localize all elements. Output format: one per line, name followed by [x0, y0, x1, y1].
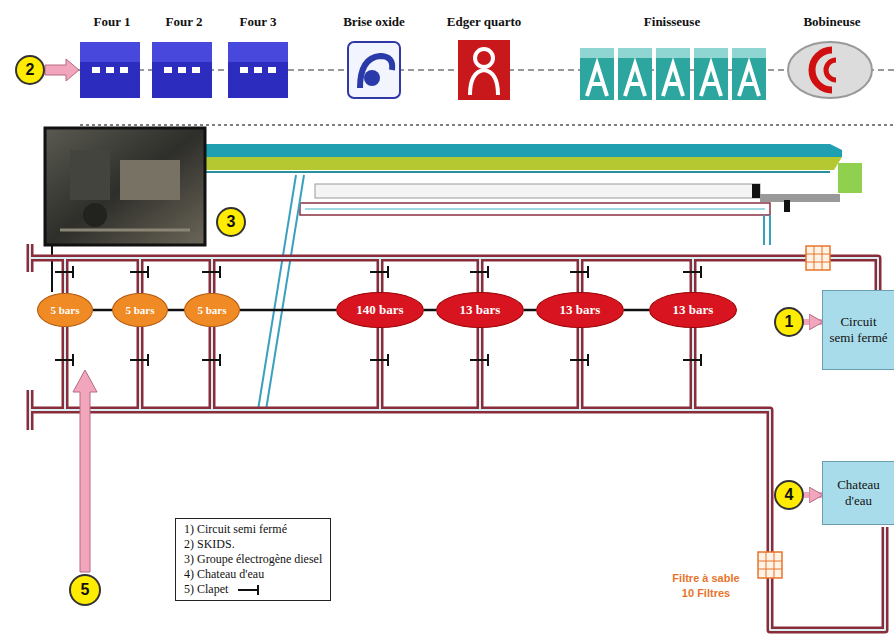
legend-box: 1) Circuit semi fermé2) SKIDS.3) Groupe … [175, 518, 331, 601]
pipe-link [168, 309, 184, 312]
callout-arrow [804, 319, 822, 325]
callout-number: 1 [774, 307, 804, 337]
node-text: 13 bars [673, 302, 714, 318]
callout-number: 3 [216, 207, 246, 237]
pressure-skid: 5 bars [37, 293, 93, 327]
legend-text: 1) Circuit semi fermé [184, 522, 287, 536]
machine-name: Four 3 [240, 14, 277, 30]
callout-arrow [804, 492, 822, 498]
pressure-skid: 13 bars [436, 292, 524, 328]
node-text: 13 bars [460, 302, 501, 318]
circuit-box: Circuit semi fermé [822, 290, 894, 370]
node-text: Circuit semi fermé [827, 314, 890, 346]
callout-number: 5 [69, 574, 101, 606]
pressure-skid: 5 bars [184, 293, 240, 327]
pressure-skid: 13 bars [536, 292, 624, 328]
node-text: 1 [785, 313, 794, 331]
machine-name: Finisseuse [644, 14, 700, 30]
legend-row: 1) Circuit semi fermé [184, 522, 322, 537]
node-text: 5 [81, 581, 90, 599]
callout-number: 2 [15, 55, 45, 85]
legend-row: 4) Chateau d'eau [184, 567, 322, 582]
machine-name: Four 1 [94, 14, 131, 30]
legend-text: 5) Clapet [184, 582, 228, 596]
node-text: 5 bars [197, 304, 226, 316]
pipe-link [624, 309, 649, 312]
filter-label: 10 Filtres [682, 587, 730, 599]
pressure-skid: 5 bars [112, 293, 168, 327]
node-text: 5 bars [50, 304, 79, 316]
machine-name: Bobineuse [803, 14, 860, 30]
machine-name: Edger quarto [447, 14, 522, 30]
pressure-skid: 13 bars [649, 292, 737, 328]
node-text: 5 bars [125, 304, 154, 316]
legend-text: 2) SKIDS. [184, 537, 235, 551]
machine-name: Brise oxide [343, 14, 405, 30]
node-text: 13 bars [560, 302, 601, 318]
pipe-link [93, 309, 112, 312]
node-text: 2 [26, 61, 35, 79]
legend-text: 3) Groupe électrogène diesel [184, 552, 322, 566]
pressure-skid: 140 bars [336, 292, 424, 328]
node-text: 140 bars [356, 302, 403, 318]
pipe-link [424, 309, 436, 312]
callout-number: 4 [774, 480, 804, 510]
machine-name: Four 2 [166, 14, 203, 30]
legend-text: 4) Chateau d'eau [184, 567, 264, 581]
node-text: 4 [785, 486, 794, 504]
legend-row: 3) Groupe électrogène diesel [184, 552, 322, 567]
pipe-link [524, 309, 536, 312]
clapet-symbol [236, 584, 262, 596]
node-text: 3 [227, 213, 236, 231]
legend-row: 2) SKIDS. [184, 537, 322, 552]
filter-label: Filtre à sable [672, 572, 739, 584]
water-tower-box: Chateau d'eau [822, 461, 894, 525]
pipe-link [240, 309, 336, 312]
node-text: Chateau d'eau [827, 477, 890, 509]
legend-row: 5) Clapet [184, 582, 322, 597]
